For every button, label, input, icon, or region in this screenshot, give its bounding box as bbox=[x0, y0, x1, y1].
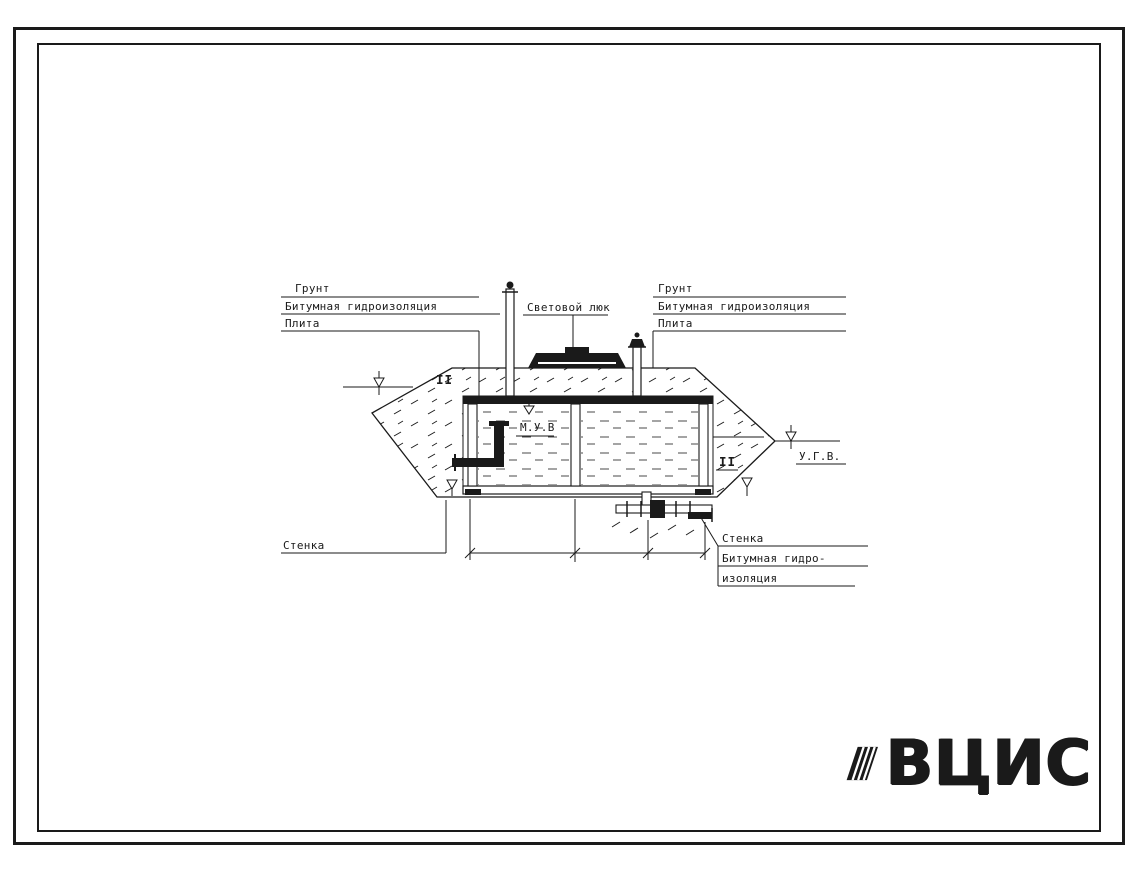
label-grunt-left: Грунт bbox=[295, 282, 330, 295]
sheet-inner-border bbox=[37, 43, 1101, 832]
label-ugv: У.Г.В. bbox=[799, 450, 841, 463]
tank-left-wall bbox=[467, 403, 478, 487]
chamber-right-liquid bbox=[581, 406, 698, 485]
drain-pipe-assembly bbox=[611, 491, 713, 539]
label-stenka-right: Стенка bbox=[722, 532, 764, 545]
label-plita-left: Плита bbox=[285, 317, 320, 330]
dimension-lines bbox=[464, 499, 711, 562]
skylight-structure bbox=[528, 347, 626, 368]
tank-bottom-slab bbox=[462, 485, 714, 495]
level-mark-right-ground bbox=[785, 425, 797, 449]
leader-lines bbox=[281, 296, 868, 587]
sheet-outer-border bbox=[13, 27, 1125, 845]
label-bitum-right: Битумная гидроизоляция bbox=[658, 300, 810, 313]
label-plita-right: Плита bbox=[658, 317, 693, 330]
level-mark-left-ground bbox=[373, 371, 385, 395]
chamber-left-liquid bbox=[478, 406, 570, 485]
logo-emblem-icon bbox=[846, 746, 878, 781]
level-marks bbox=[373, 371, 797, 496]
label-bitum-wrap-2: изоляция bbox=[722, 572, 777, 585]
label-bitum-wrap-1: Битумная гидро- bbox=[722, 552, 826, 565]
level-mark-pit-right bbox=[741, 477, 753, 496]
label-skylight: Световой люк bbox=[527, 301, 610, 314]
section-mark-left: II bbox=[436, 372, 453, 387]
tank-top-slab bbox=[463, 396, 713, 404]
valve-icon bbox=[650, 500, 665, 518]
label-grunt-right: Грунт bbox=[658, 282, 693, 295]
vent-pipe-right bbox=[628, 332, 646, 397]
label-stenka-left: Стенка bbox=[283, 539, 325, 552]
organization-logo: ВЦИС bbox=[842, 718, 1092, 808]
inlet-pipe bbox=[452, 421, 509, 471]
label-muv: М.У.В bbox=[520, 421, 555, 434]
level-mark-muv bbox=[523, 400, 535, 415]
tank-right-wall bbox=[698, 403, 709, 487]
level-mark-pit-left bbox=[446, 479, 458, 496]
deflector-cap-icon bbox=[629, 339, 645, 347]
section-mark-right: II bbox=[719, 454, 736, 469]
vent-cap-icon bbox=[506, 281, 514, 289]
logo-text: ВЦИС bbox=[885, 726, 1092, 799]
label-bitum-left: Битумная гидроизоляция bbox=[285, 300, 437, 313]
tank bbox=[462, 395, 714, 495]
tank-divider-wall bbox=[570, 403, 581, 487]
